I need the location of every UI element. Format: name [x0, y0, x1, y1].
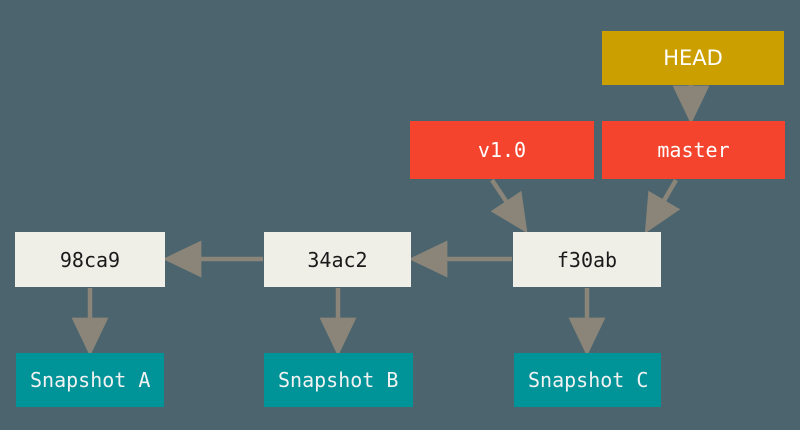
snapshot-a-node[interactable]: Snapshot A [16, 353, 164, 407]
commit-34ac2-node[interactable]: 34ac2 [264, 232, 411, 287]
snapshot-b-node[interactable]: Snapshot B [264, 353, 413, 407]
snapshot-c-node[interactable]: Snapshot C [514, 353, 661, 407]
arrow-master-to-f30ab [644, 178, 681, 234]
head-pointer-node[interactable]: HEAD [602, 31, 784, 85]
commit-98ca9-node[interactable]: 98ca9 [15, 232, 165, 287]
branch-master-node[interactable]: master [602, 121, 785, 179]
commit-f30ab-node[interactable]: f30ab [513, 232, 661, 287]
tag-v1-0-node[interactable]: v1.0 [410, 121, 594, 179]
arrow-v10-to-f30ab [490, 178, 528, 234]
